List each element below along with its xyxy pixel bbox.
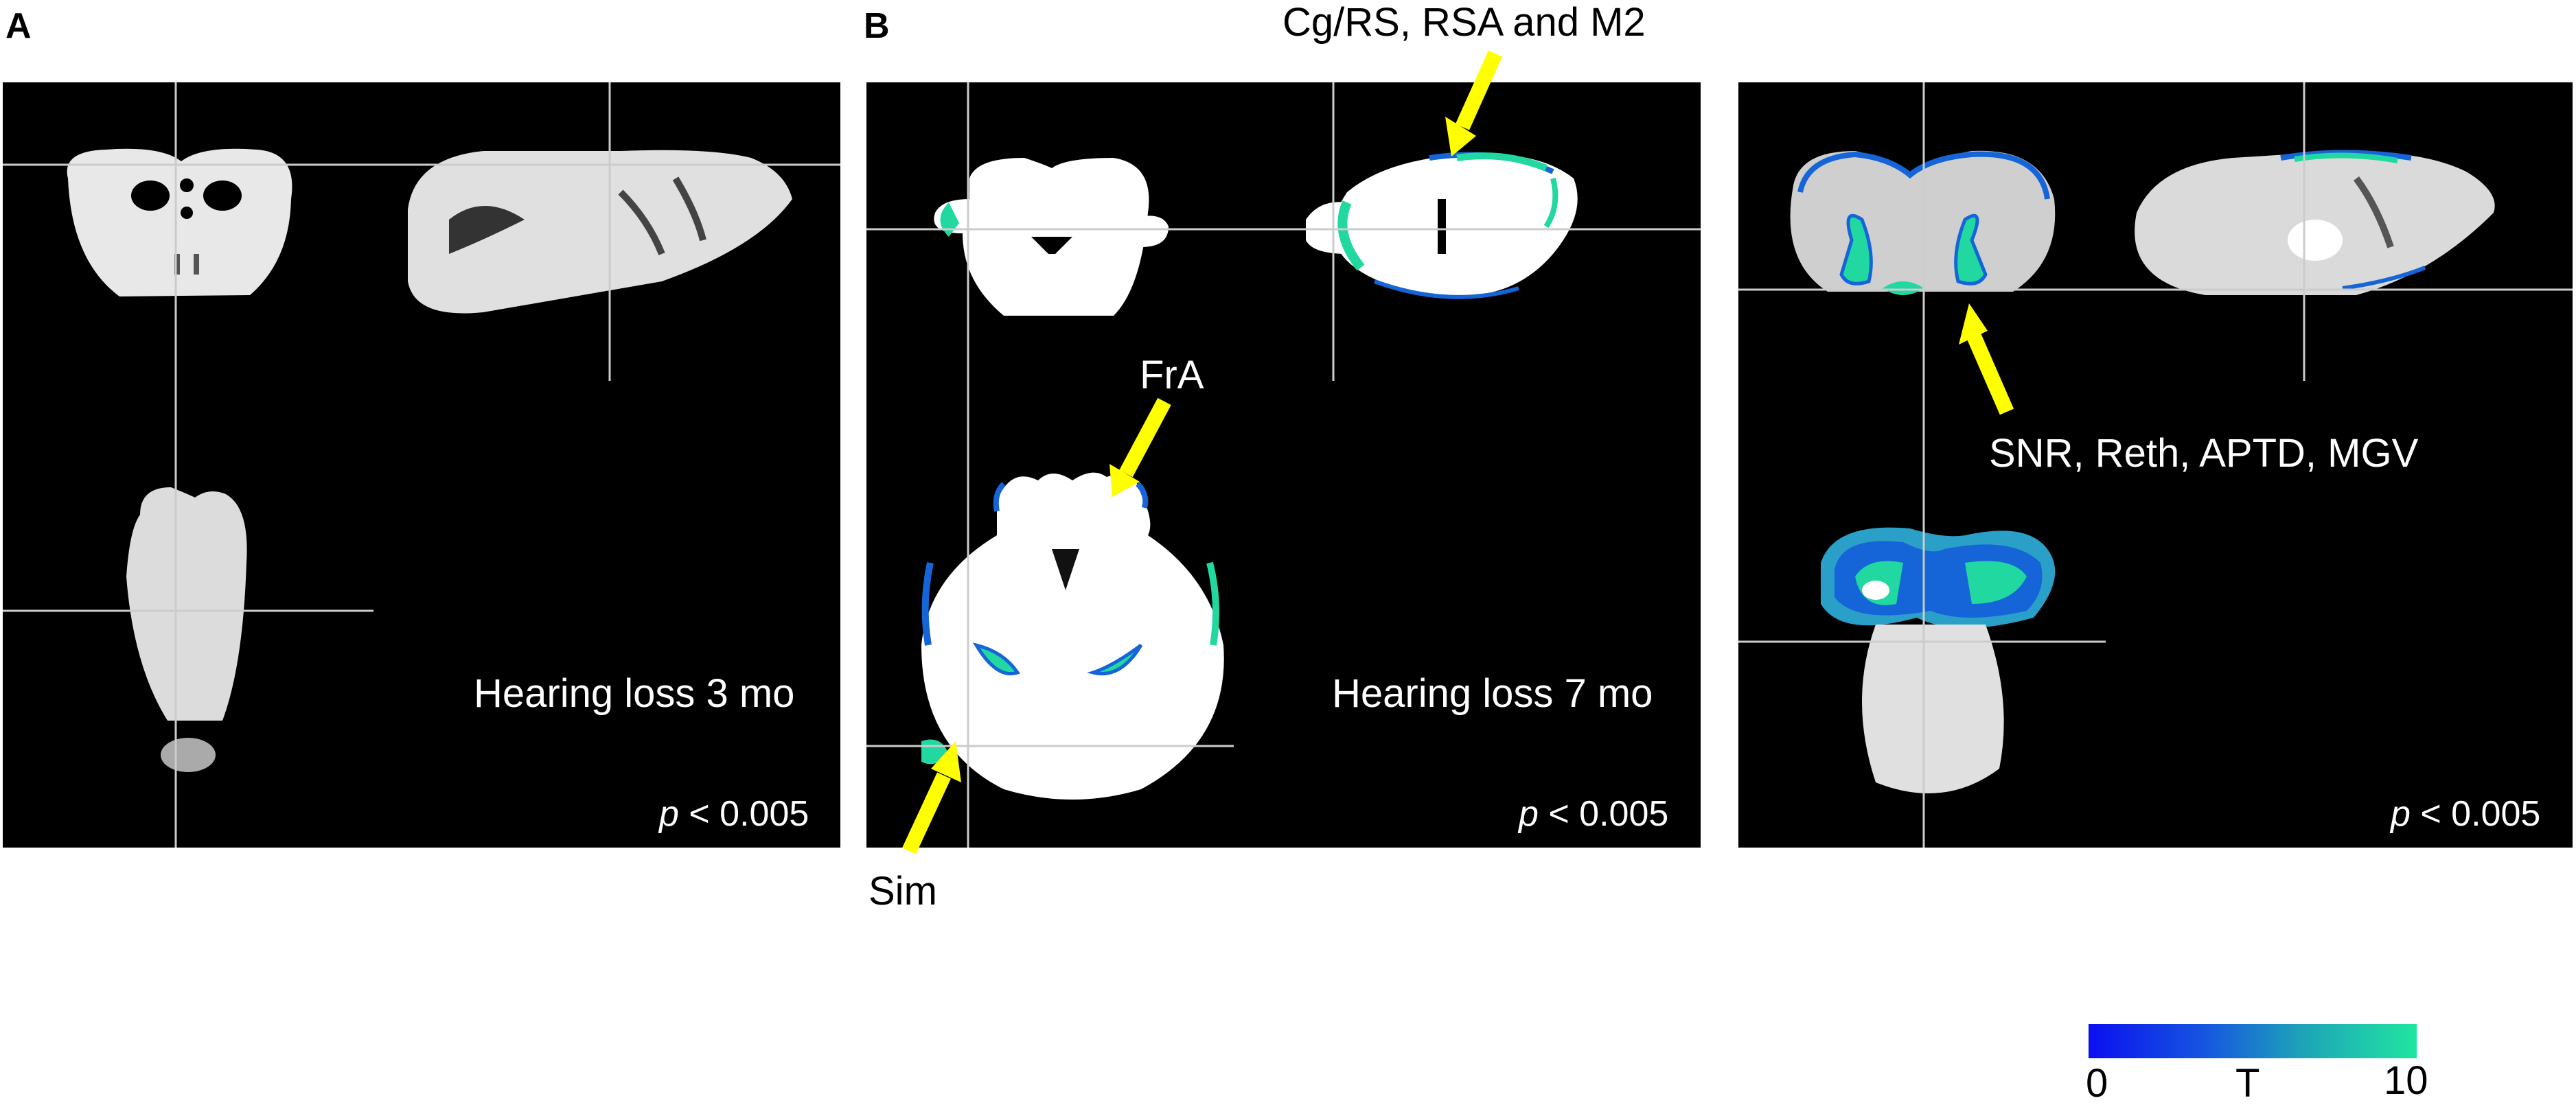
cg-rs-label: Cg/RS, RSA and M2 bbox=[1283, 0, 1646, 45]
fra-arrow bbox=[1109, 397, 1171, 497]
panel-a-letter: A bbox=[5, 6, 32, 46]
panel-a-p-value: p < 0.005 bbox=[659, 794, 809, 834]
colorbar bbox=[2089, 1024, 2417, 1058]
snr-arrow bbox=[1959, 303, 2014, 415]
sim-arrow bbox=[902, 741, 961, 854]
colorbar-min-label: 0 bbox=[2086, 1061, 2108, 1106]
colorbar-var-label: T bbox=[2235, 1061, 2260, 1106]
panel-b-caption: Hearing loss 7 mo bbox=[1332, 671, 1653, 716]
panel-c-image bbox=[1738, 82, 2573, 848]
panel-b-image bbox=[866, 82, 1701, 848]
snr-label: SNR, Reth, APTD, MGV bbox=[1989, 431, 2419, 476]
panel-b-p-value: p < 0.005 bbox=[1519, 794, 1669, 834]
cg-rs-arrow bbox=[1445, 50, 1503, 156]
brain-scan-b bbox=[866, 82, 1701, 848]
sim-label: Sim bbox=[869, 869, 937, 913]
panel-c-p-value: p < 0.005 bbox=[2391, 794, 2541, 834]
brain-scan-c bbox=[1738, 82, 2573, 848]
brain-scan-a bbox=[3, 82, 840, 848]
colorbar-max-label: 10 bbox=[2384, 1058, 2428, 1103]
panel-a-caption: Hearing loss 3 mo bbox=[474, 671, 795, 716]
fra-label: FrA bbox=[1140, 353, 1204, 397]
panel-a-image bbox=[3, 82, 840, 848]
panel-b-letter: B bbox=[864, 6, 890, 46]
